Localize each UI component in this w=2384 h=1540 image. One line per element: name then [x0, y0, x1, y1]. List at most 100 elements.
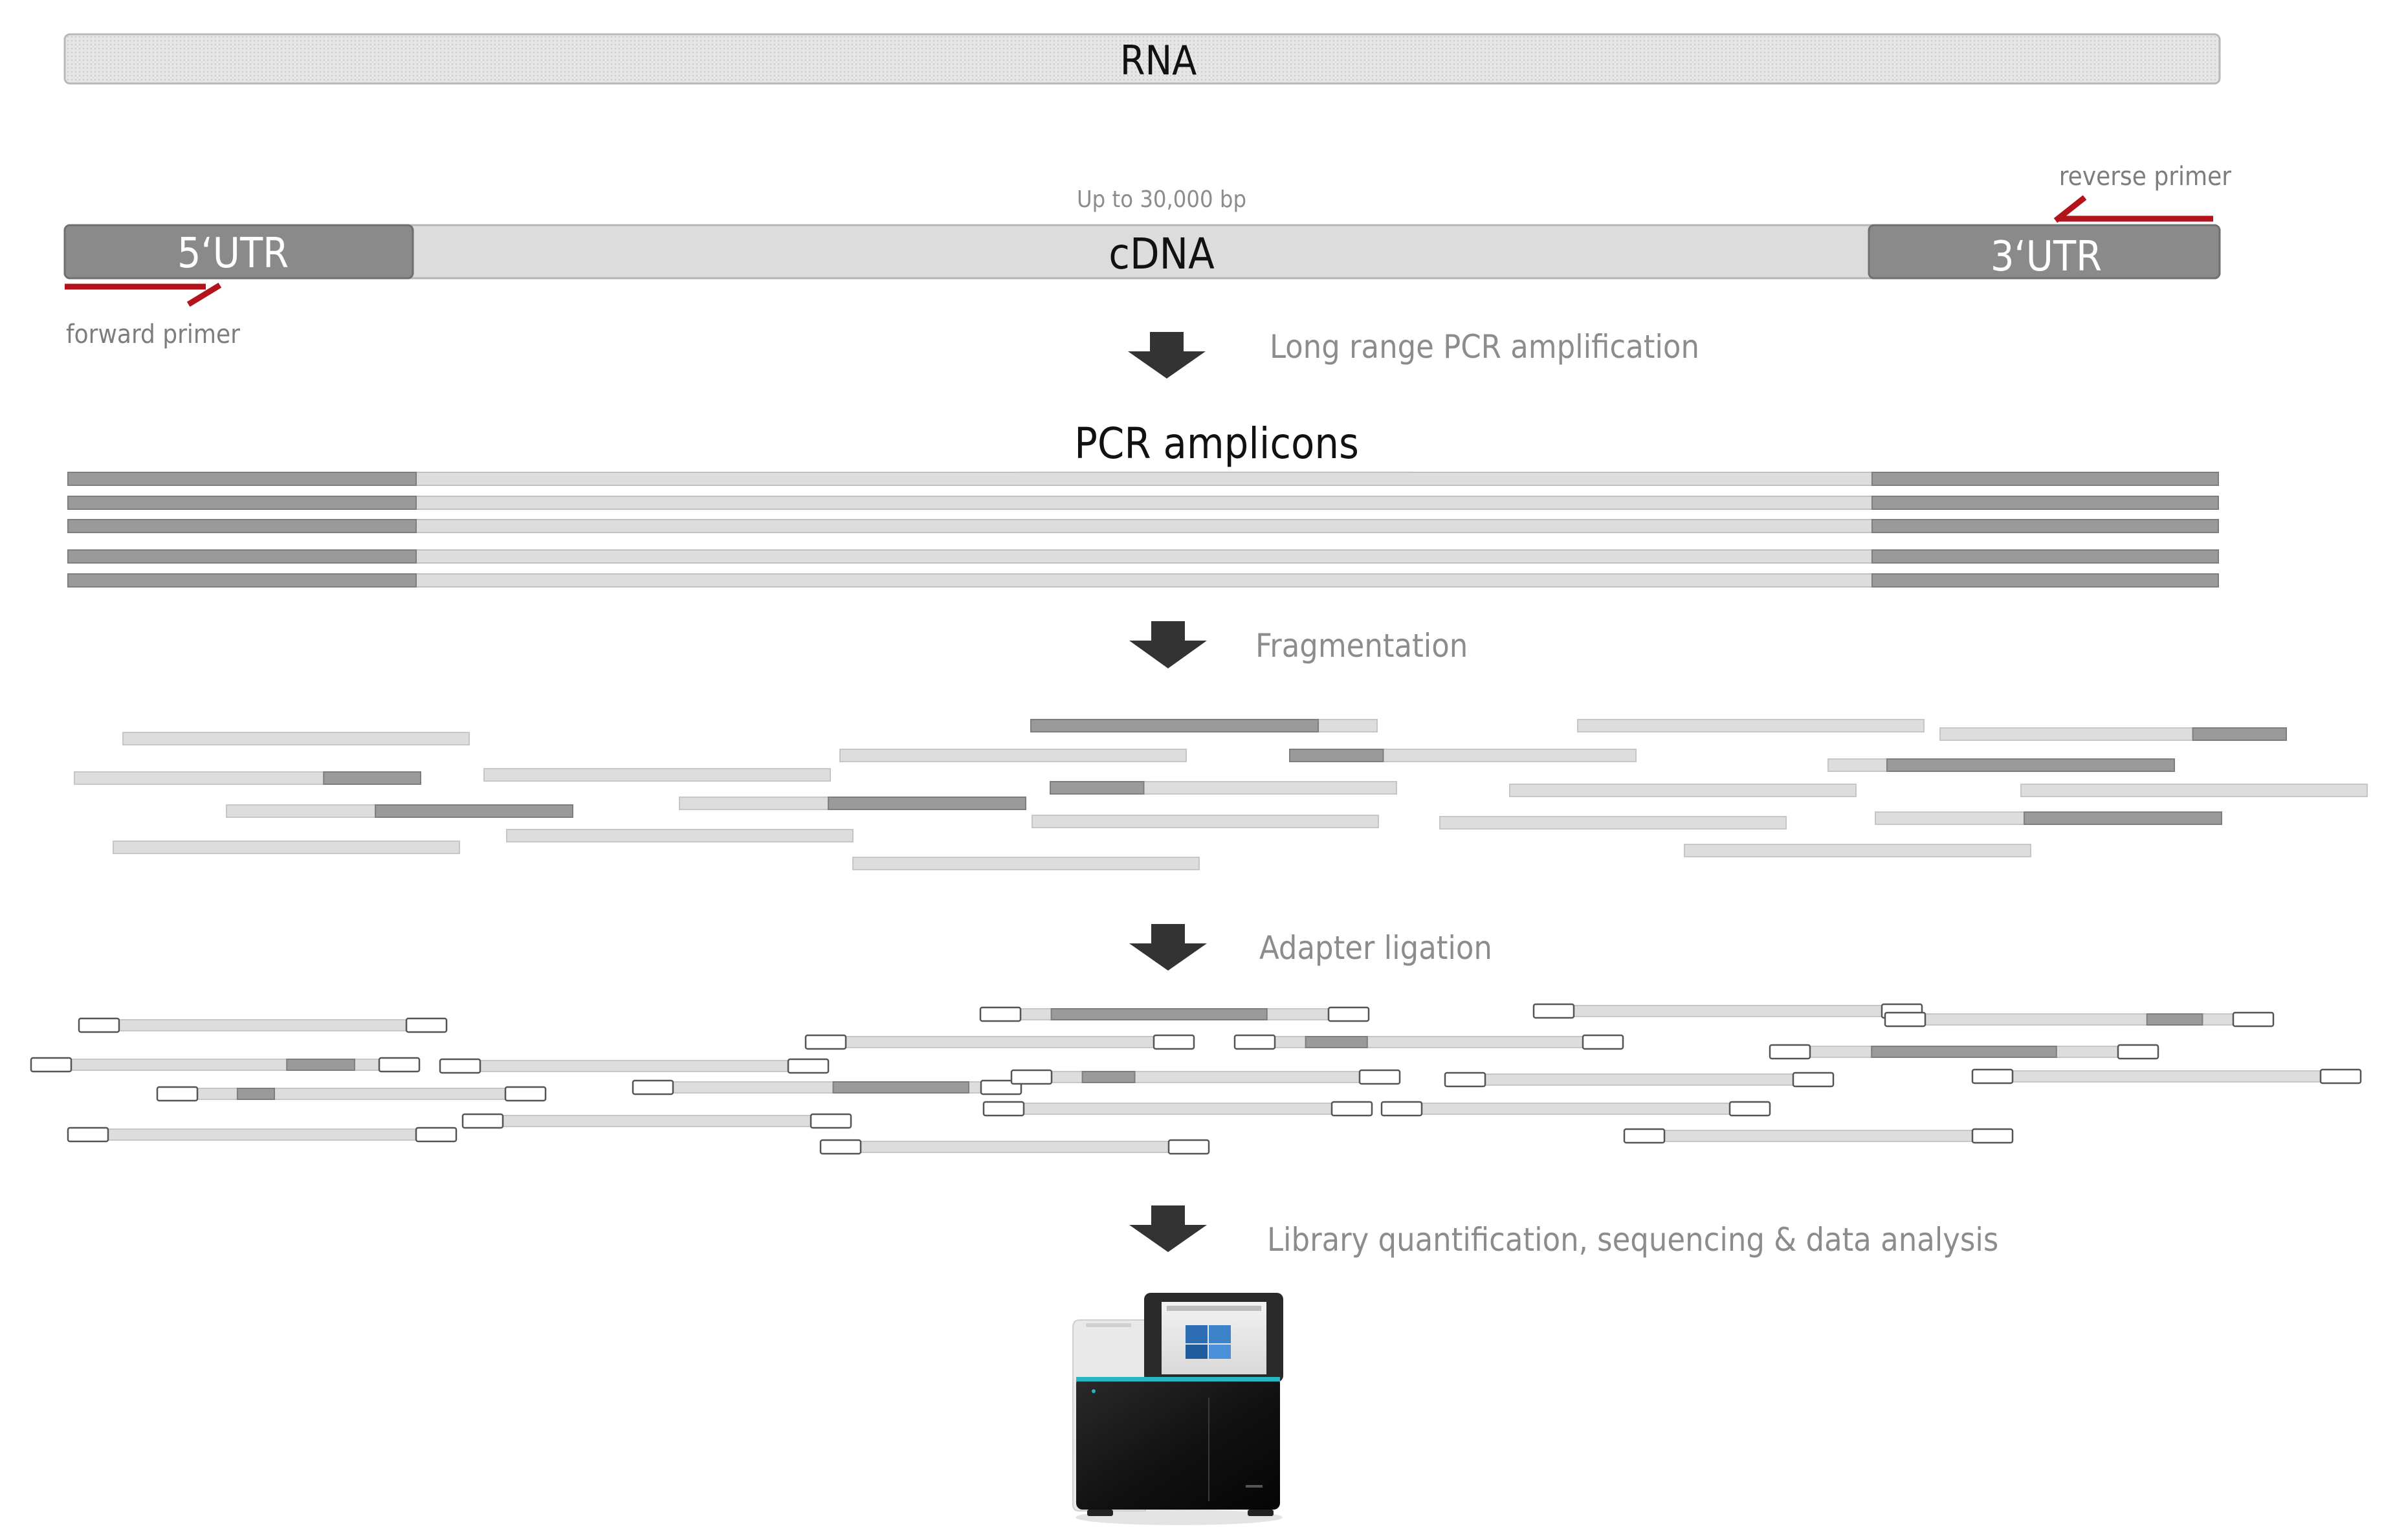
ligated-fragment — [632, 1079, 1022, 1095]
fragment — [1509, 784, 1857, 797]
adapter — [1792, 1072, 1835, 1088]
fragment — [1050, 781, 1397, 795]
adapter — [504, 1086, 547, 1102]
ligated-fragment — [1010, 1069, 1401, 1085]
adapter — [1358, 1069, 1401, 1085]
adapter — [1327, 1006, 1370, 1022]
adapter — [810, 1113, 852, 1129]
down-arrow-icon — [1129, 621, 1207, 668]
forward-primer-label: forward primer — [66, 320, 240, 349]
fragment — [483, 768, 831, 782]
adapter — [1380, 1101, 1423, 1117]
ligated-fragment — [67, 1127, 458, 1143]
fragment — [1577, 719, 1925, 732]
ligated-fragment — [1623, 1128, 2014, 1144]
step-adapter-ligation: Adapter ligation — [1129, 924, 1492, 971]
fragment — [852, 857, 1200, 870]
ligated-fragment — [30, 1057, 421, 1073]
amplicons-title: PCR amplicons — [1074, 419, 1359, 468]
fragment — [226, 804, 573, 818]
down-arrow-icon — [1129, 1205, 1207, 1252]
ligated-fragment — [156, 1086, 547, 1102]
ligated-fragment — [1971, 1068, 2362, 1084]
rna-strand: RNA — [63, 33, 2221, 85]
adapter — [461, 1113, 504, 1129]
adapter — [1153, 1034, 1195, 1050]
ligated-fragment — [804, 1034, 1195, 1050]
ligated-fragment — [1884, 1011, 2275, 1028]
fragment — [679, 797, 1027, 810]
adapter — [819, 1139, 862, 1155]
pcr-amplicons: PCR amplicons — [67, 419, 2219, 588]
fragment — [1939, 727, 2288, 741]
fragment — [122, 732, 470, 745]
fragment — [1439, 816, 1787, 830]
step-long-range-pcr: Long range PCR amplification — [1128, 328, 1699, 379]
adapter — [1167, 1139, 1210, 1155]
ligated-fragment — [1444, 1072, 1835, 1088]
amplicon — [67, 549, 2219, 564]
ligated-fragment — [819, 1139, 1210, 1155]
adapter — [78, 1017, 120, 1033]
adapter — [67, 1127, 109, 1143]
utr5-label: 5‘UTR — [177, 230, 289, 278]
adapter — [1769, 1044, 1811, 1060]
fragment — [1875, 811, 2223, 825]
step-label: Long range PCR amplification — [1270, 328, 1699, 366]
step-label: Fragmentation — [1255, 627, 1468, 665]
adapter — [156, 1086, 199, 1102]
amplicon — [67, 573, 2219, 588]
fragment — [1032, 815, 1379, 828]
adapter — [439, 1058, 481, 1074]
adapter — [787, 1058, 830, 1074]
adapter — [1884, 1011, 1926, 1028]
fragment — [74, 771, 422, 785]
amplicon — [67, 472, 2219, 486]
ligated-fragment — [439, 1058, 830, 1074]
adapter — [415, 1127, 458, 1143]
reverse-primer-label: reverse primer — [2059, 162, 2231, 192]
adapter — [980, 1079, 1022, 1095]
fragment — [1827, 758, 2175, 772]
ligated-fragment — [982, 1101, 1373, 1117]
utr5-segment — [63, 224, 414, 280]
cdna-label: cDNA — [1109, 229, 1215, 279]
adapter — [405, 1017, 448, 1033]
down-arrow-icon — [1128, 332, 1206, 379]
fragmentation-products — [74, 719, 2368, 870]
step-fragmentation: Fragmentation — [1129, 621, 1468, 668]
adapter — [1532, 1003, 1575, 1019]
adapter — [1971, 1128, 2014, 1144]
ligated-fragment — [78, 1017, 448, 1033]
adapter — [982, 1101, 1025, 1117]
fragment — [839, 749, 1187, 762]
adapter — [2232, 1011, 2275, 1028]
ligated-fragment — [1380, 1101, 1771, 1117]
reverse-primer-arrow-icon — [2053, 195, 2213, 223]
ligated-fragment — [1769, 1044, 2159, 1060]
length-note: Up to 30,000 bp — [1077, 186, 1246, 213]
forward-primer-arrow-icon — [65, 282, 222, 307]
adapter — [632, 1079, 674, 1095]
adapter — [804, 1034, 847, 1050]
amplicon — [67, 519, 2219, 533]
adapter — [378, 1057, 421, 1073]
ligated-fragment — [1233, 1034, 1624, 1050]
cdna-construct: Up to 30,000 bp 5‘UTR cDNA 3‘UTR forward… — [63, 162, 2231, 349]
ligated-fragment — [1532, 1003, 1923, 1019]
adapter — [30, 1057, 72, 1073]
adapter — [979, 1006, 1022, 1022]
adapter — [1728, 1101, 1771, 1117]
adapter — [1623, 1128, 1666, 1144]
fragment — [1289, 749, 1637, 762]
down-arrow-icon — [1129, 924, 1207, 971]
adapter — [2117, 1044, 2159, 1060]
adapter-ligated-fragments — [30, 1003, 2362, 1155]
adapter — [1582, 1034, 1624, 1050]
ligated-fragment — [461, 1113, 852, 1129]
step-label: Adapter ligation — [1259, 929, 1492, 967]
adapter — [1233, 1034, 1276, 1050]
utr3-label: 3‘UTR — [1991, 233, 2102, 281]
adapter — [1971, 1068, 2014, 1084]
